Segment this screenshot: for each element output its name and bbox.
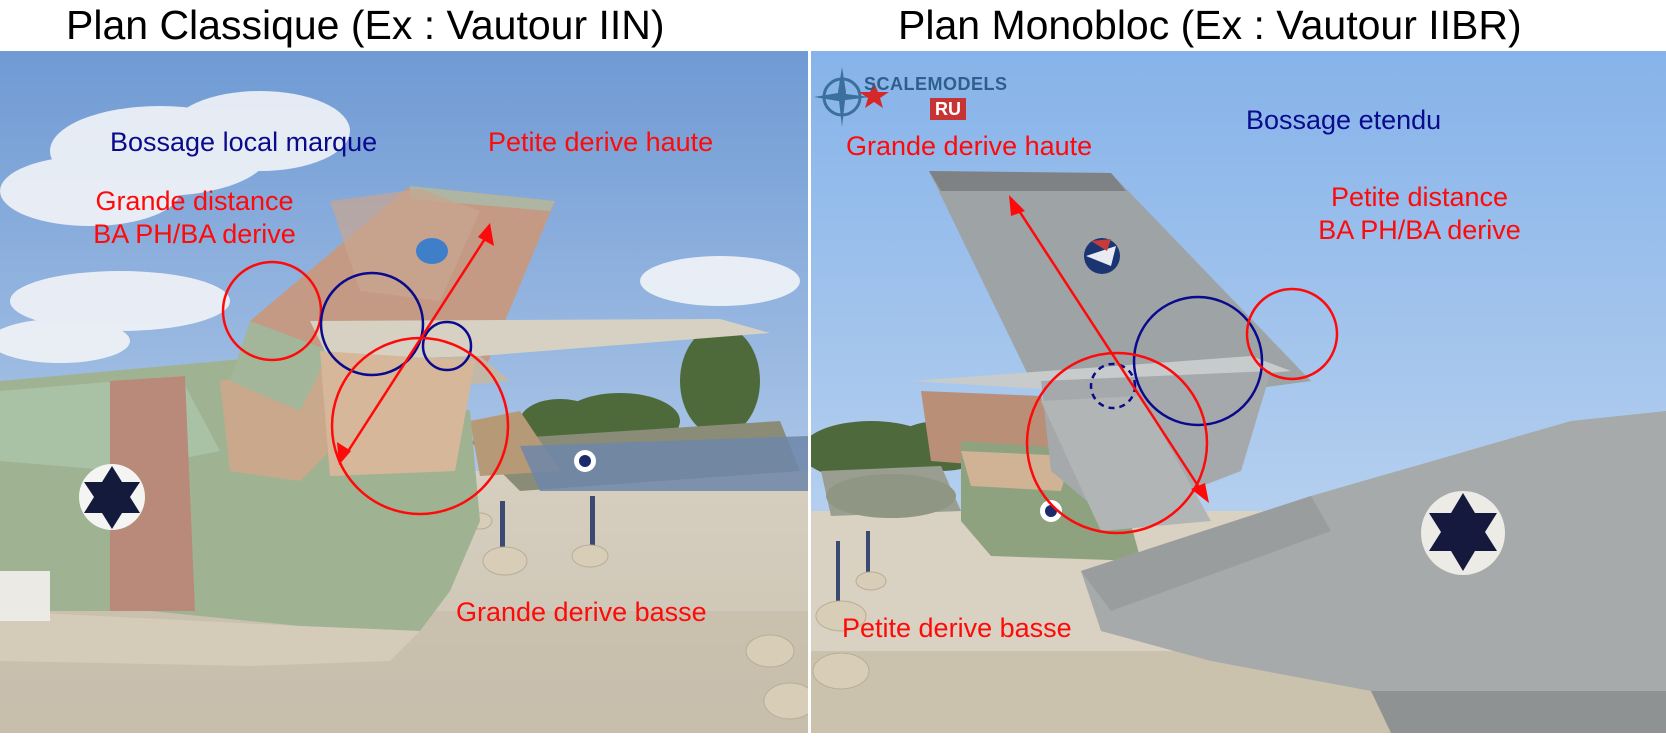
label-grande-distance-line2: BA PH/BA derive [93, 219, 296, 249]
label-grande-derive-haute: Grande derive haute [846, 131, 1093, 161]
arrow-derive-height [1012, 202, 1206, 496]
propeller-logo-icon [814, 67, 870, 127]
israeli-roundel-icon [1421, 491, 1505, 575]
title-left: Plan Classique (Ex : Vautour IIN) [66, 2, 665, 48]
scalemodels-logo: SCALEMODELS RU [812, 62, 1007, 132]
photo-left-vautour-iin [0, 51, 808, 733]
label-petite-distance-line2: BA PH/BA derive [1318, 215, 1521, 245]
circle-bossage-local [319, 271, 425, 377]
label-bossage-etendu: Bossage etendu [1246, 105, 1442, 135]
photo-right-vautour-iibr [811, 51, 1666, 733]
label-petite-distance: Petite distance BA PH/BA derive [1302, 181, 1537, 247]
circle-petite-derive-basse [1025, 351, 1209, 535]
label-grande-derive-basse: Grande derive basse [456, 597, 707, 627]
label-petite-derive-basse: Petite derive basse [842, 613, 1072, 643]
label-bossage-local: Bossage local marque [110, 127, 378, 157]
logo-text: SCALEMODELS [864, 74, 1008, 94]
circle-bossage-small [421, 320, 473, 372]
circle-grande-distance [221, 260, 323, 362]
circle-bossage-dashed [1089, 362, 1137, 410]
label-petite-distance-line1: Petite distance [1330, 182, 1509, 212]
israeli-roundel-icon [79, 464, 145, 530]
squadron-badge-icon [416, 238, 448, 264]
title-right: Plan Monobloc (Ex : Vautour IIBR) [898, 2, 1522, 48]
circle-petite-distance [1245, 287, 1339, 381]
logo-badge: RU [930, 98, 966, 120]
arrow-derive-height [343, 230, 492, 457]
squadron-badge-icon [1084, 238, 1120, 274]
label-petite-derive-haute: Petite derive haute [488, 127, 714, 157]
label-grande-distance: Grande distance BA PH/BA derive [78, 185, 311, 251]
circle-bossage-etendu [1132, 295, 1264, 427]
circle-grande-derive-basse [330, 336, 510, 516]
label-grande-distance-line1: Grande distance [95, 186, 294, 216]
